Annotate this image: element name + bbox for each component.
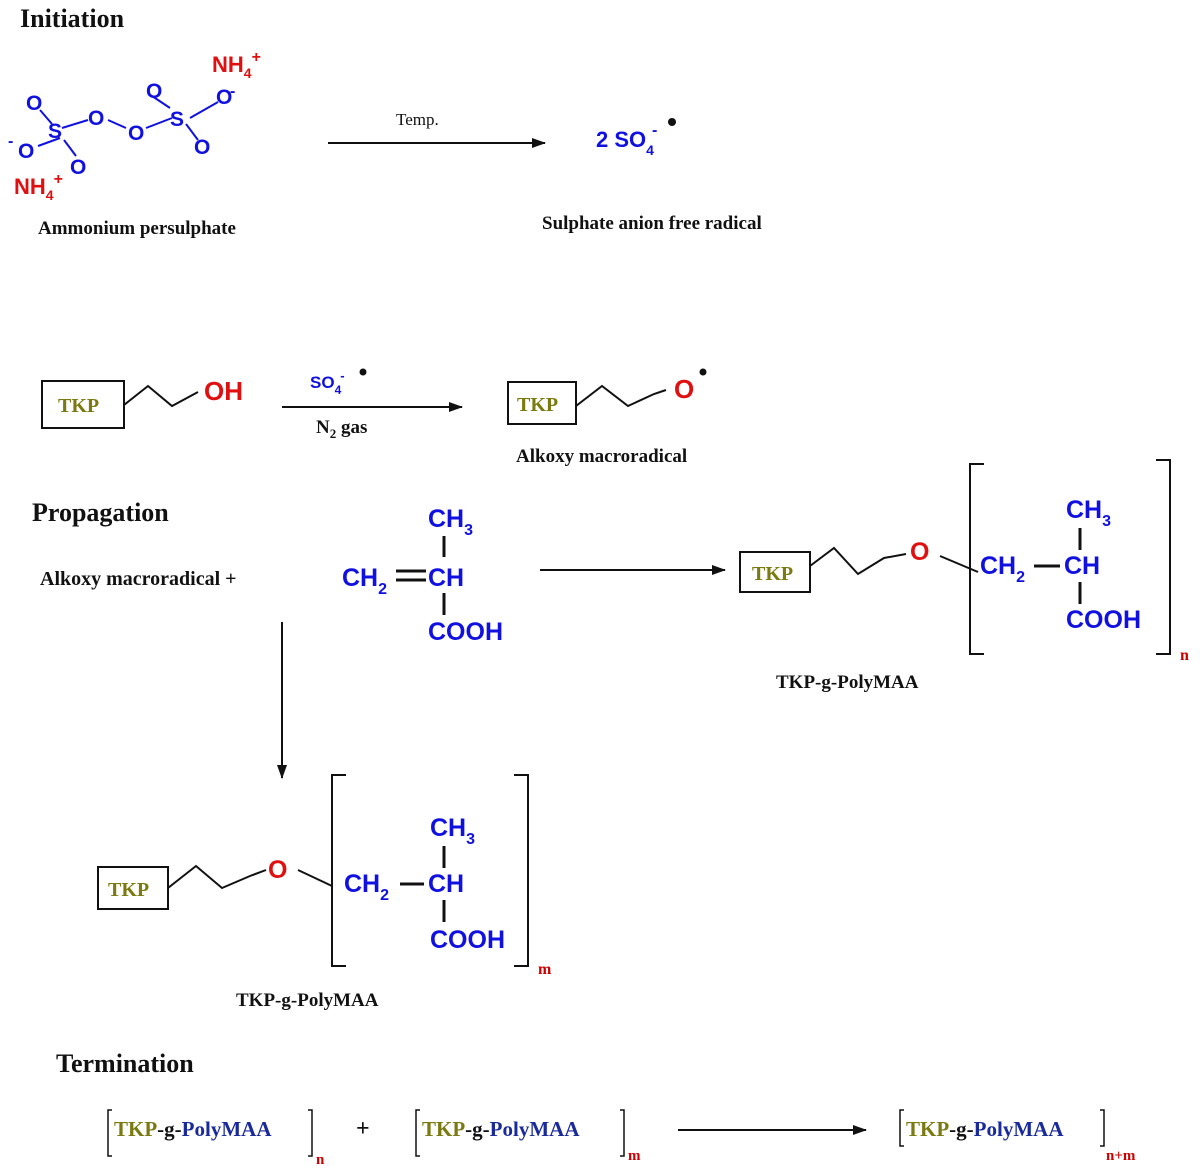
tkp-label: TKP: [517, 394, 558, 416]
radical-dot: [359, 368, 367, 376]
reactant-label: Alkoxy macroradical +: [40, 568, 237, 590]
ammonium-ion: NH4+: [212, 49, 261, 81]
ether-oxygen: O: [268, 856, 287, 884]
methylene-group: CH2: [344, 870, 389, 904]
ether-oxygen: O: [910, 538, 929, 566]
oxygen-atom: O: [70, 156, 86, 179]
bond: [939, 555, 979, 573]
propagation-heading: Propagation: [32, 498, 169, 527]
methylene-group: CH2: [342, 564, 387, 598]
hydroxyl-group: OH: [204, 376, 243, 406]
oxygen-atom: O: [88, 107, 104, 130]
initiation-heading: Initiation: [20, 4, 125, 33]
graft-copolymer-product: TKP-g-PolyMAA: [906, 1117, 1064, 1141]
right-bracket: [1156, 459, 1171, 655]
oxygen-atom: O: [128, 122, 144, 145]
repeat-subscript-nm: n+m: [1106, 1148, 1136, 1164]
methyl-group: CH3: [430, 814, 475, 848]
radical-dot: [699, 368, 707, 376]
sulphate-radical-product: 2 SO4-: [596, 122, 657, 158]
tkp-chain-bond: [167, 864, 267, 890]
bond: [297, 869, 333, 887]
tkp-box: [739, 551, 811, 593]
product-caption: TKP-g-PolyMAA: [776, 672, 919, 693]
tkp-chain-bond: [809, 546, 907, 576]
sulphate-radical-caption: Sulphate anion free radical: [542, 213, 762, 234]
methyl-group: CH3: [1066, 496, 1111, 530]
oxygen-atom: O: [216, 86, 232, 109]
ammonium-ion: NH4+: [14, 171, 63, 203]
repeat-subscript-m: m: [538, 961, 552, 978]
sulfur-atom: S: [48, 120, 62, 143]
graft-copolymer-term: TKP-g-PolyMAA: [114, 1117, 272, 1141]
ammonium-persulphate-structure: O S O O S O O - O - O O: [8, 80, 235, 179]
condition-n2-gas: N2 gas: [316, 417, 367, 441]
graft-copolymer-term: TKP-g-PolyMAA: [422, 1117, 580, 1141]
tkp-label: TKP: [752, 563, 793, 585]
arrow-label-temp: Temp.: [396, 110, 439, 129]
plus-sign: +: [356, 1116, 370, 1142]
aps-caption: Ammonium persulphate: [38, 218, 236, 239]
termination-equation: TKP-g-PolyMAA n + TKP-g-PolyMAA m TKP-g-…: [107, 1109, 1136, 1168]
carboxyl-group: COOH: [1066, 606, 1141, 634]
sulfur-atom: S: [170, 108, 184, 131]
left-bracket: [969, 463, 984, 655]
carboxyl-group: COOH: [430, 926, 505, 954]
right-bracket: [514, 774, 529, 967]
methacrylic-acid-monomer: CH3 CH2 CH COOH: [342, 505, 503, 646]
repeat-subscript-m: m: [628, 1148, 641, 1164]
carboxyl-group: COOH: [428, 618, 503, 646]
oxygen-atom: O: [146, 80, 162, 103]
reagent-sulphate-radical: SO4-: [310, 368, 345, 397]
methine-group: CH: [428, 870, 464, 898]
charge-minus: -: [230, 83, 235, 100]
tkp-label: TKP: [108, 879, 149, 901]
graft-product-n: TKP O CH3 CH2 CH COOH n TKP-g-PolyMAA: [739, 459, 1189, 693]
termination-heading: Termination: [56, 1049, 194, 1078]
oxygen-atom: O: [194, 136, 210, 159]
tkp-label: TKP: [58, 395, 99, 417]
methine-group: CH: [428, 564, 464, 592]
charge-minus: -: [8, 133, 13, 150]
methyl-group: CH3: [428, 505, 473, 539]
tkp-chain-bond: [123, 384, 199, 408]
oxygen-atom: O: [18, 140, 34, 163]
repeat-subscript-n: n: [1180, 647, 1189, 664]
oxygen-atom: O: [26, 92, 42, 115]
repeat-subscript-n: n: [316, 1152, 325, 1168]
radical-dot: [668, 118, 676, 126]
alkoxy-oxygen: O: [674, 374, 694, 404]
alkoxy-caption: Alkoxy macroradical: [516, 446, 687, 467]
methylene-group: CH2: [980, 552, 1025, 586]
tkp-box: [507, 381, 577, 425]
left-bracket: [331, 774, 346, 967]
ammonium-ions: NH4+ NH4+: [14, 49, 261, 203]
product-caption: TKP-g-PolyMAA: [236, 990, 379, 1011]
graft-product-m: TKP O CH3 CH2 CH COOH m TKP-g-PolyMAA: [97, 774, 552, 1011]
methine-group: CH: [1064, 552, 1100, 580]
tkp-chain-bond: [575, 384, 667, 408]
